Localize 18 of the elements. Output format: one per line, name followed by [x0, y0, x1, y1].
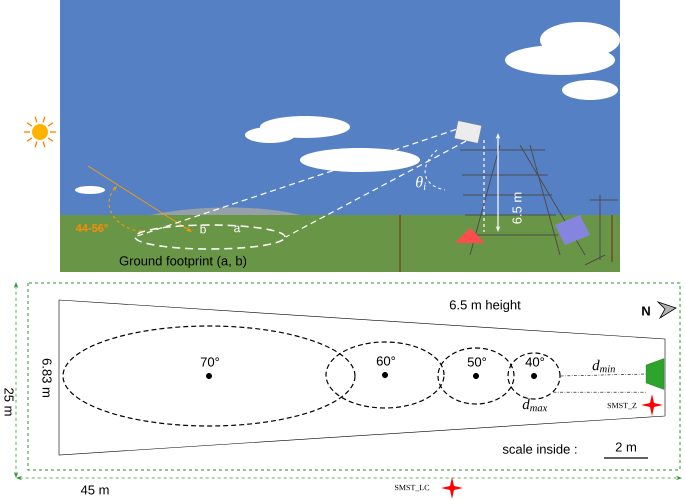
beam-line	[285, 140, 466, 238]
distance-line	[553, 392, 646, 393]
dimension-label: 45 m	[80, 485, 109, 495]
radiometer-symbol	[646, 358, 664, 390]
node-label: Ground footprint (a, b)	[120, 256, 246, 268]
angle-label: 44-56°	[76, 224, 108, 232]
distance-line	[560, 374, 646, 376]
edge-label: d$_{max}$	[522, 398, 548, 412]
dimension-label: 25 m	[4, 388, 14, 416]
scale-label: 2 m	[616, 442, 636, 452]
scale-label: scale inside :	[502, 444, 576, 454]
edge-label: d$_{min}$	[592, 360, 615, 372]
station-label: SMST_LC	[394, 484, 430, 492]
radiometer-drawing	[454, 120, 482, 144]
north-label: N	[642, 306, 650, 316]
axis-label: a	[234, 226, 240, 232]
dimension-label: 6.5 m	[512, 192, 522, 224]
axis-label: b	[200, 224, 206, 234]
